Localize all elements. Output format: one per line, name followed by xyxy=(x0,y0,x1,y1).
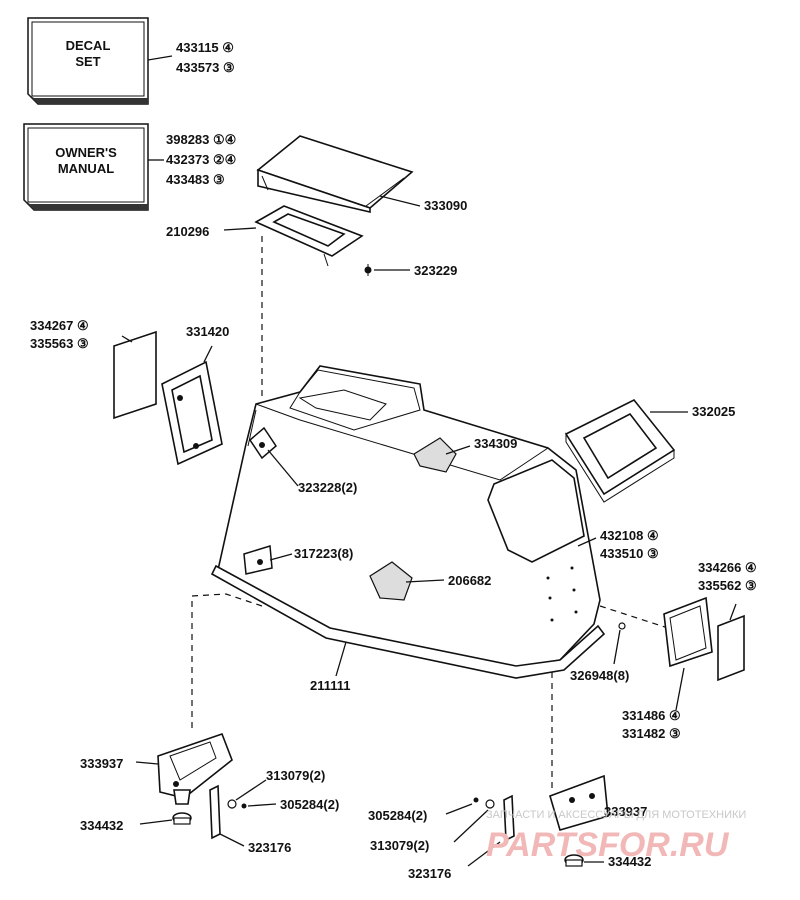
nut-left-part xyxy=(172,812,192,825)
watermark-brand: PARTSFOR.RU xyxy=(486,826,730,864)
owners-manual-subtitle: MANUAL xyxy=(58,161,114,176)
decal-set-subtitle: SET xyxy=(75,54,100,69)
label-333937-right: 333937 xyxy=(604,804,647,819)
label-323176-left: 323176 xyxy=(248,840,291,855)
decal-set-box: DECAL SET xyxy=(27,17,149,105)
watermark-caption: ЗАПЧАСТИ И АКСЕССУАРЫ ДЛЯ МОТОТЕХНИКИ xyxy=(486,809,746,821)
label-333937-left: 333937 xyxy=(80,756,123,771)
label-manual-432373: 432373 ②④ xyxy=(166,152,236,167)
label-331482: 331482 ③ xyxy=(622,726,681,741)
label-317223: 317223(8) xyxy=(294,546,353,561)
seal-211111-part xyxy=(210,564,606,679)
label-manual-398283: 398283 ①④ xyxy=(166,132,236,147)
link-right-part xyxy=(503,794,515,842)
seal-ring-part xyxy=(254,205,364,267)
label-433510: 433510 ③ xyxy=(600,546,659,561)
label-335563: 335563 ③ xyxy=(30,336,89,351)
label-313079-right: 313079(2) xyxy=(370,838,429,853)
top-cover-part xyxy=(256,135,414,214)
frame-331420-part xyxy=(161,360,223,466)
label-305284-right: 305284(2) xyxy=(368,808,427,823)
label-decal-433573: 433573 ③ xyxy=(176,60,235,75)
label-323229: 323229 xyxy=(414,263,457,278)
label-326948: 326948(8) xyxy=(570,668,629,683)
decal-set-title: DECAL xyxy=(66,38,111,53)
label-210296: 210296 xyxy=(166,224,209,239)
cowl-body-part xyxy=(217,365,601,669)
screw-323229-part xyxy=(364,264,372,276)
bracket-right-part xyxy=(549,774,609,831)
label-334432-right: 334432 xyxy=(608,854,651,869)
label-331486: 331486 ④ xyxy=(622,708,681,723)
owners-manual-box: OWNER'S MANUAL xyxy=(23,123,149,211)
window-332025-part xyxy=(564,398,676,503)
label-305284-left: 305284(2) xyxy=(280,797,339,812)
decal-334267-part xyxy=(113,330,157,420)
bracket-left-part xyxy=(157,732,233,805)
frame-331486-part xyxy=(663,596,713,668)
label-manual-433483: 433483 ③ xyxy=(166,172,225,187)
label-333090: 333090 xyxy=(424,198,467,213)
label-313079-left: 313079(2) xyxy=(266,768,325,783)
label-334309: 334309 xyxy=(474,436,517,451)
link-left-part xyxy=(209,784,221,840)
label-331420: 331420 xyxy=(186,324,229,339)
label-211111: 211111 xyxy=(310,678,351,693)
label-432108: 432108 ④ xyxy=(600,528,659,543)
label-335562: 335562 ③ xyxy=(698,578,757,593)
nut-right-part xyxy=(564,854,584,867)
label-332025: 332025 xyxy=(692,404,735,419)
label-323228: 323228(2) xyxy=(298,480,357,495)
decal-334266-part xyxy=(717,614,745,682)
label-334266: 334266 ④ xyxy=(698,560,757,575)
label-334432-left: 334432 xyxy=(80,818,123,833)
label-334267: 334267 ④ xyxy=(30,318,89,333)
label-decal-433115: 433115 ④ xyxy=(176,40,234,55)
owners-manual-title: OWNER'S xyxy=(55,145,117,160)
label-206682: 206682 xyxy=(448,573,491,588)
label-323176-right: 323176 xyxy=(408,866,451,881)
